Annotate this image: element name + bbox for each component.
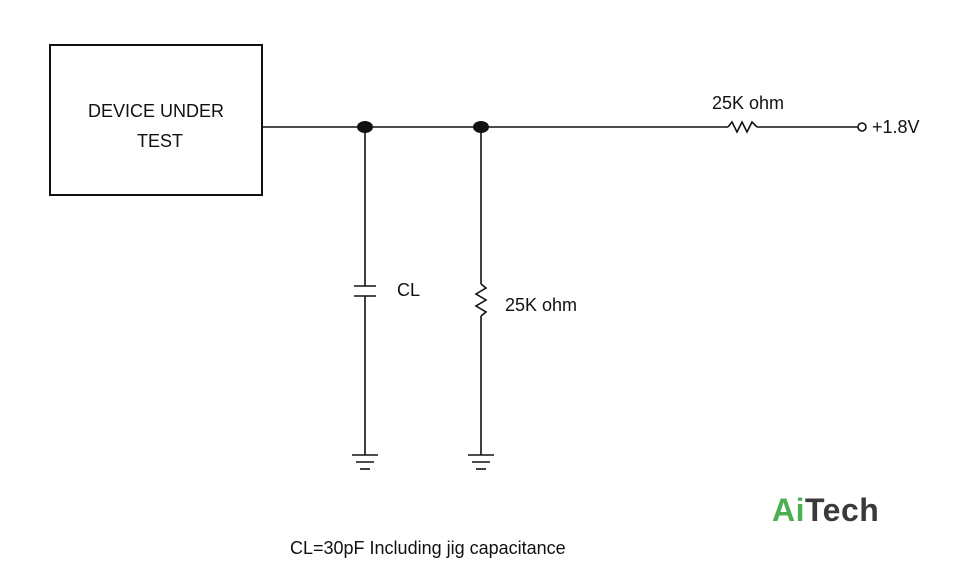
supply-terminal [857, 122, 867, 132]
dut-box [49, 44, 263, 196]
aitech-logo: AiTech [772, 492, 879, 529]
caption: CL=30pF Including jig capacitance [290, 538, 566, 558]
capacitor-label: CL [397, 280, 420, 300]
shunt-resistor [474, 283, 488, 317]
series-resistor-label: 25K ohm [712, 93, 784, 113]
series-resistor [727, 120, 758, 134]
ground-symbol-resistor [468, 454, 494, 470]
logo-part-ai: Ai [772, 492, 805, 528]
dut-label-line1: DEVICE UNDER [88, 101, 224, 121]
shunt-resistor-label: 25K ohm [505, 295, 577, 315]
logo-part-tech: Tech [805, 492, 880, 528]
dut-label-line2: TEST [137, 131, 183, 151]
supply-label: +1.8V [872, 117, 920, 137]
ground-symbol-capacitor [352, 454, 378, 470]
